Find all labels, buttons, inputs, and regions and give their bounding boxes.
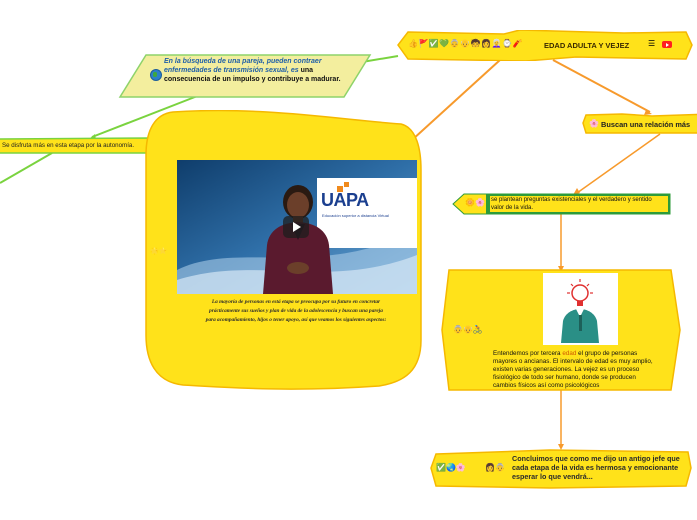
bottom-node-text: Concluimos que como me dijo un antigo je… — [512, 454, 680, 481]
hex-node-text: Entendemos por tercera edad el grupo de … — [493, 350, 661, 390]
green-node-shape — [452, 193, 671, 215]
link-central-to-right — [552, 59, 651, 113]
hex-text-end: el grupo de personas mayores o ancianas.… — [493, 350, 653, 389]
video-logo-subtitle: Educación superior a distancia Virtual — [322, 213, 389, 218]
note-italic-text: En la búsqueda de una pareja, pueden con… — [164, 58, 322, 74]
video-thumbnail[interactable] — [177, 160, 417, 294]
central-node-shape — [397, 30, 693, 61]
right-node-shape — [582, 113, 697, 134]
hex-node-icons: 👵👴🚴 — [453, 325, 483, 334]
hex-text-highlight: edad — [562, 350, 577, 357]
globe-icon — [150, 69, 162, 81]
hex-text-start: Entendemos por tercera — [493, 350, 563, 357]
green-node[interactable]: 🌼🌸 se plantean preguntas existenciales y… — [452, 193, 671, 215]
note-shape — [118, 54, 372, 98]
link-central-to-big — [411, 59, 501, 141]
play-icon[interactable] — [283, 216, 309, 238]
central-emoji-icons: 👍🚩✅💚👵👴🧒👩👩‍🦳⌚🧨 — [408, 39, 524, 48]
left-node[interactable]: Se disfruta más en esta etapa por la aut… — [0, 137, 158, 154]
link-central-to-note — [361, 55, 399, 63]
central-node[interactable]: 👍🚩✅💚👵👴🧒👩👩‍🦳⌚🧨 EDAD ADULTA Y VEJEZ ☰ — [396, 30, 696, 61]
star-icons: 🌟⭐ — [150, 248, 168, 255]
note-bold-text: una consecuencia de un impulso y contrib… — [164, 67, 341, 83]
left-node-text: Se disfruta más en esta etapa por la aut… — [2, 142, 135, 149]
right-node-text: Buscan una relación más — [601, 120, 691, 129]
central-title: EDAD ADULTA Y VEJEZ — [544, 41, 630, 50]
big-node-caption: La mayoría de personas en está etapa se … — [205, 299, 387, 324]
right-node[interactable]: 🌸 Buscan una relación más — [582, 113, 697, 134]
green-node-icons: 🌼🌸 — [465, 198, 485, 207]
flower-icon: 🌸 — [589, 119, 599, 128]
bottom-node-shape — [430, 449, 692, 489]
person-lightbulb-icon — [543, 273, 618, 345]
link-note-to-left — [91, 94, 201, 138]
green-node-text: se plantean preguntas existenciales y el… — [491, 197, 652, 211]
bottom-node[interactable]: ✅🌏🌸 👩👵 Concluimos que como me dijo un an… — [430, 448, 692, 490]
link-right-to-green — [576, 133, 661, 194]
bottom-node-icons-right: 👩👵 — [485, 463, 505, 472]
video-logo: UAPA — [321, 190, 369, 210]
note-text[interactable]: En la búsqueda de una pareja, pueden con… — [164, 57, 344, 84]
menu-icon[interactable]: ☰ — [648, 39, 656, 48]
youtube-icon[interactable] — [662, 41, 672, 48]
link-left-offscreen — [0, 152, 53, 184]
bottom-node-icons-left: ✅🌏🌸 — [436, 463, 466, 472]
